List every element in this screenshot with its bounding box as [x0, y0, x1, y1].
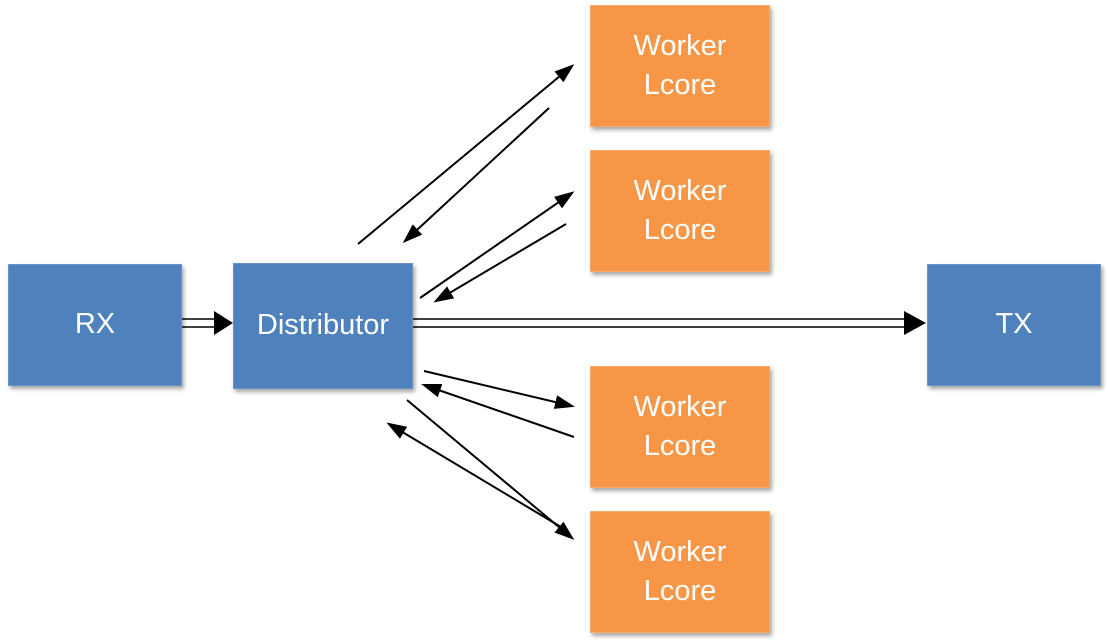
arrow-distributor-to-worker-1	[357, 64, 575, 245]
arrow-rx-to-distributor	[181, 311, 233, 335]
node-rx-label: RX	[74, 308, 116, 341]
arrow-worker-1-to-distributor	[402, 107, 550, 244]
arrow-distributor-to-tx	[412, 311, 926, 335]
node-distributor: Distributor	[233, 263, 413, 389]
arrow-worker-3-to-distributor	[421, 383, 575, 438]
arrow-distributor-to-worker-2	[419, 191, 575, 299]
arrow-distributor-to-worker-4	[406, 399, 575, 540]
node-worker-2: Worker Lcore	[590, 150, 770, 272]
node-worker-3: Worker Lcore	[590, 366, 770, 488]
node-distributor-label: Distributor	[256, 309, 390, 342]
arrow-worker-2-to-distributor	[433, 223, 567, 303]
node-worker-2-label: Worker Lcore	[633, 174, 727, 246]
arrow-worker-4-to-distributor	[386, 422, 562, 528]
node-rx: RX	[8, 264, 182, 386]
node-worker-4-label: Worker Lcore	[633, 535, 727, 607]
node-worker-4: Worker Lcore	[590, 511, 770, 633]
node-tx-label: TX	[995, 308, 1033, 341]
node-worker-1-label: Worker Lcore	[633, 29, 727, 101]
node-worker-3-label: Worker Lcore	[633, 390, 727, 462]
arrow-distributor-to-worker-3	[423, 370, 575, 409]
node-worker-1: Worker Lcore	[590, 5, 770, 127]
node-tx: TX	[927, 264, 1101, 386]
